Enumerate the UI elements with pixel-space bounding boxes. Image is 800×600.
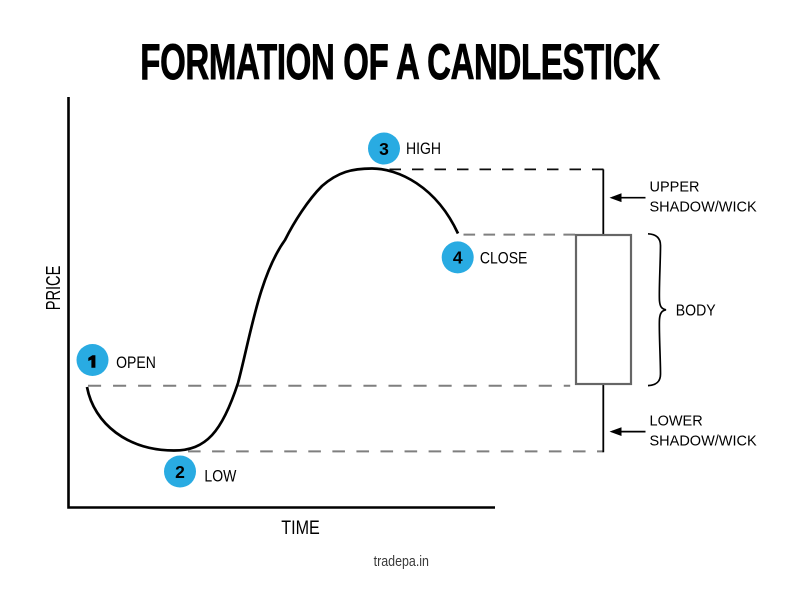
svg-text:4: 4 bbox=[453, 248, 463, 268]
svg-text:BODY: BODY bbox=[676, 303, 716, 320]
svg-text:TIME: TIME bbox=[281, 517, 320, 539]
svg-text:SHADOW/WICK: SHADOW/WICK bbox=[650, 200, 757, 216]
svg-text:tradepa.in: tradepa.in bbox=[374, 553, 429, 569]
svg-text:PRICE: PRICE bbox=[42, 266, 65, 311]
svg-text:CLOSE: CLOSE bbox=[480, 250, 527, 268]
svg-text:SHADOW/WICK: SHADOW/WICK bbox=[650, 434, 757, 450]
svg-text:FORMATION OF A CANDLESTICK: FORMATION OF A CANDLESTICK bbox=[140, 34, 660, 91]
svg-text:2: 2 bbox=[175, 462, 185, 482]
svg-text:LOW: LOW bbox=[204, 467, 236, 485]
svg-text:HIGH: HIGH bbox=[406, 140, 441, 158]
svg-text:UPPER: UPPER bbox=[650, 180, 700, 196]
svg-text:LOWER: LOWER bbox=[650, 413, 703, 429]
svg-text:3: 3 bbox=[379, 139, 389, 159]
svg-text:OPEN: OPEN bbox=[116, 354, 156, 372]
